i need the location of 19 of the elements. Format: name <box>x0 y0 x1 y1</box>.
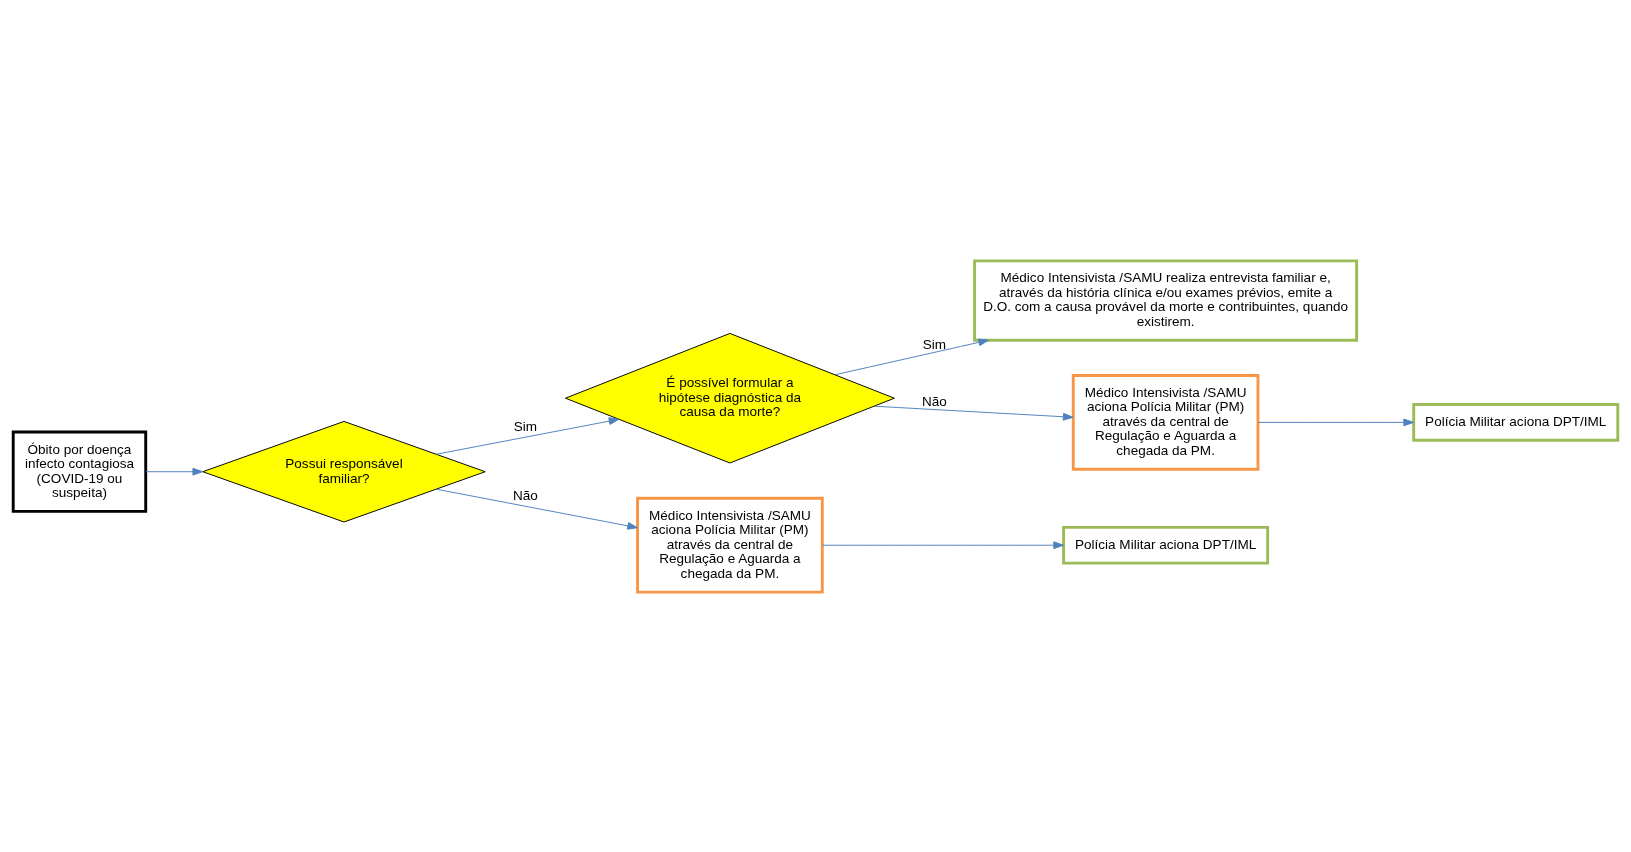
node-diamond: Possui responsável familiar? <box>202 420 486 522</box>
edge-label: Não <box>512 487 538 503</box>
arrow <box>145 467 204 476</box>
edge-label: Sim <box>513 418 537 434</box>
arrow <box>873 405 1074 421</box>
arrow <box>821 540 1064 549</box>
edge-label: Não <box>922 393 947 409</box>
node-box: Polícia Militar aciona DPT/IML <box>1412 402 1620 442</box>
arrow <box>435 488 638 530</box>
node-box: Polícia Militar aciona DPT/IML <box>1062 525 1270 565</box>
arrow <box>834 338 989 375</box>
node-box: Médico Intensivista /SAMU aciona Polícia Militar (PM) através da central de Regulação e Aguarda a chegada da PM. <box>636 496 824 594</box>
edge-label: Sim <box>922 336 947 352</box>
node-box: Óbito por doença infecto contagiosa (COVID-19 ou suspeita) <box>11 430 148 513</box>
arrow <box>1257 418 1414 426</box>
arrow <box>435 416 620 455</box>
node-box: Médico Intensivista /SAMU realiza entrevista familiar e, através da história clínica e/ou exames prévios, emite a D.O. com a causa provável da morte e contribuintes, quando existirem. <box>973 258 1359 342</box>
node-box: Médico Intensivista /SAMU aciona Polícia Militar (PM) através da central de Regulação e Aguarda a chegada da PM. <box>1071 373 1260 471</box>
node-diamond: É possível formular a hipótese diagnóstica da causa da morte? <box>565 332 895 463</box>
